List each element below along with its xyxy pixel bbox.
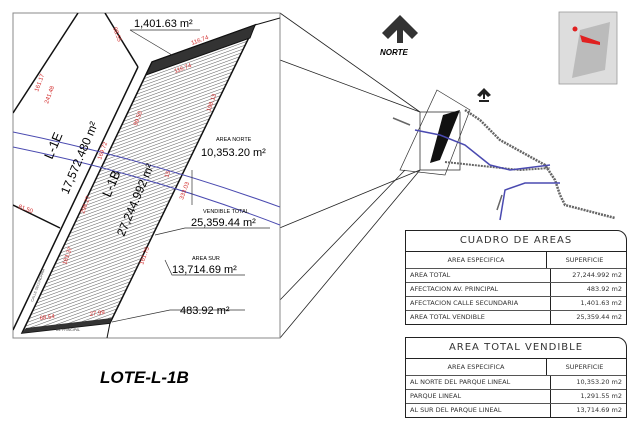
cuadro-de-areas-table: CUADRO DE AREAS AREA ESPECIFICA SUPERFIC… (405, 230, 627, 325)
row-label: AL NORTE DEL PARQUE LINEAL (406, 376, 551, 389)
header-superficie: SUPERFICIE (565, 363, 604, 371)
area-total-vendible-table: AREA TOTAL VENDIBLE AREA ESPECIFICA SUPE… (405, 337, 627, 418)
av-principal-affectation (22, 318, 112, 333)
callout-leaders (111, 29, 270, 323)
dim: 116.74 (191, 35, 211, 47)
table-title: AREA TOTAL VENDIBLE (406, 338, 626, 359)
north-arrow-icon (382, 15, 418, 43)
dim: 116.74 (174, 63, 194, 75)
row-value: 1,401.63 m2 (580, 299, 622, 307)
row-value: 483.92 m2 (586, 285, 622, 293)
dim: 27.99 (89, 310, 105, 318)
table-header: AREA ESPECIFICA SUPERFICIE (406, 359, 626, 376)
table-row: AFECTACION AV. PRINCIPAL 483.92 m2 (406, 283, 626, 297)
callout-vendible: 25,359.44 m² (191, 217, 256, 229)
callout-norte-label: AREA NORTE (216, 137, 252, 143)
river-lines (13, 131, 280, 226)
callout-calle: 1,401.63 m² (134, 18, 193, 30)
dim: 81.50 (17, 204, 34, 215)
overview-map (392, 89, 616, 221)
header-area: AREA ESPECIFICA (406, 252, 547, 268)
row-label: PARQUE LINEAL (406, 390, 551, 403)
table-row: AREA TOTAL 27,244.992 m2 (406, 269, 626, 283)
table-header: AREA ESPECIFICA SUPERFICIE (406, 252, 626, 269)
row-value: 25,359.44 m2 (576, 313, 622, 321)
table-row: AL SUR DEL PARQUE LINEAL 13,714.69 m2 (406, 404, 626, 417)
row-value: 10,353.20 m2 (576, 378, 622, 386)
location-inset-map (558, 11, 618, 85)
callout-sur: 13,714.69 m² (172, 264, 237, 276)
table-row: AREA TOTAL VENDIBLE 25,359.44 m2 (406, 311, 626, 324)
row-label: AFECTACION AV. PRINCIPAL (406, 283, 551, 296)
dim: 68.54 (39, 314, 55, 322)
calle-secundaria-affectation (145, 24, 256, 76)
row-label: AL SUR DEL PARQUE LINEAL (406, 404, 551, 417)
callout-av: 483.92 m² (180, 305, 230, 317)
table-row: PARQUE LINEAL 1,291.55 m2 (406, 390, 626, 404)
lote-title: LOTE-L-1B (100, 368, 189, 387)
street-principal-label: AV. PRINCIPAL (56, 328, 80, 332)
row-value: 27,244.992 m2 (572, 271, 622, 279)
lot-l1e-outline (13, 13, 139, 331)
callout-sur-label: AREA SUR (192, 256, 220, 262)
north-label: NORTE (380, 48, 409, 57)
row-value: 13,714.69 m2 (576, 406, 622, 414)
row-label: AREA TOTAL (406, 269, 551, 282)
row-label: AFECTACION CALLE SECUNDARIA (406, 297, 551, 310)
row-label: AREA TOTAL VENDIBLE (406, 311, 551, 324)
table-row: AFECTACION CALLE SECUNDARIA 1,401.63 m2 (406, 297, 626, 311)
dim: 15 (164, 170, 172, 179)
dim: 98.55 (111, 27, 122, 44)
header-area: AREA ESPECIFICA (406, 359, 547, 375)
callout-norte: 10,353.20 m² (201, 147, 266, 159)
table-title: CUADRO DE AREAS (406, 231, 626, 252)
table-row: AL NORTE DEL PARQUE LINEAL 10,353.20 m2 (406, 376, 626, 390)
small-north-arrow-icon (477, 88, 491, 102)
row-value: 1,291.55 m2 (580, 392, 622, 400)
dim: 99.50 (133, 110, 144, 127)
callout-vendible-label: VENDIBLE TOTAL (203, 209, 249, 215)
header-superficie: SUPERFICIE (565, 256, 604, 264)
